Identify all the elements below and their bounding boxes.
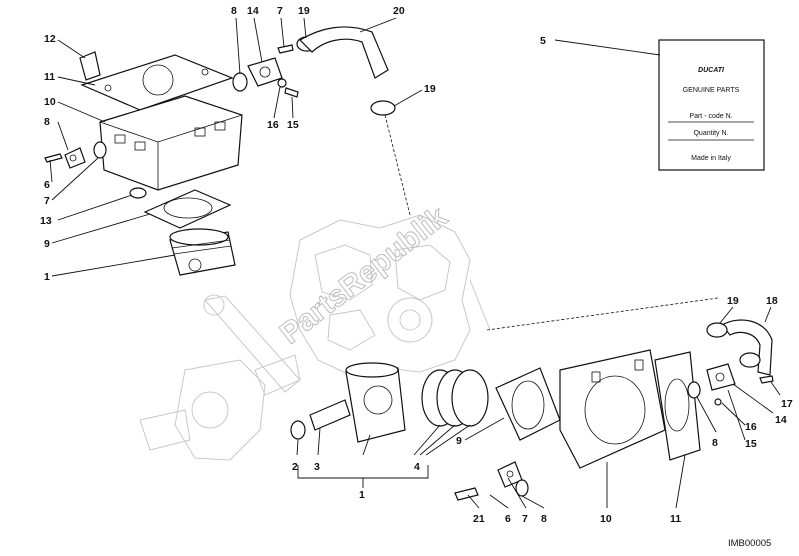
callout-19-right: 19 — [727, 295, 739, 307]
callout-6-left: 6 — [44, 179, 50, 191]
label-line-3: Quantity N. — [693, 130, 728, 137]
top-left-cylinder-assembly — [44, 51, 243, 276]
callout-19-mid: 19 — [424, 83, 436, 95]
label-line-4: Made in Italy — [691, 155, 731, 162]
callout-15-top: 15 — [287, 119, 299, 131]
callout-4: 4 — [414, 461, 420, 473]
callout-8-bottom: 8 — [541, 513, 547, 525]
callout-19-top: 19 — [298, 5, 310, 17]
callout-1-top: 1 — [44, 271, 50, 283]
callout-2: 2 — [292, 461, 298, 473]
callout-11-top: 11 — [44, 71, 55, 83]
callout-3: 3 — [314, 461, 320, 473]
callout-21: 21 — [473, 513, 485, 525]
callout-7-bottom: 7 — [522, 513, 528, 525]
callout-9-top: 9 — [44, 238, 50, 250]
top-water-fitting-assembly — [232, 26, 411, 216]
callout-8-left: 8 — [44, 116, 50, 128]
callout-7-left: 7 — [44, 195, 50, 207]
genuine-parts-label: DUCATI GENUINE PARTS Part - code N. Quan… — [658, 39, 765, 171]
callout-20: 20 — [393, 5, 405, 17]
callout-12: 12 — [44, 33, 56, 45]
callout-7-top: 7 — [277, 5, 283, 17]
callout-11-bottom: 11 — [670, 513, 681, 525]
callout-numbers: 12 11 10 8 6 7 13 9 1 8 14 7 19 20 16 15… — [40, 5, 793, 525]
callout-18: 18 — [766, 295, 778, 307]
bottom-cylinder-assembly — [290, 297, 774, 501]
callout-17: 17 — [781, 398, 793, 410]
callout-10-top: 10 — [44, 96, 56, 108]
callout-13: 13 — [40, 215, 52, 227]
label-line-1: GENUINE PARTS — [683, 87, 740, 94]
callout-16-top: 16 — [267, 119, 279, 131]
callout-14-top: 14 — [247, 5, 259, 17]
svg-text:PartsRepublik: PartsRepublik — [274, 200, 454, 350]
callout-10-bottom: 10 — [600, 513, 612, 525]
engine-block-ghost — [289, 214, 491, 376]
watermark: PartsRepublik — [273, 200, 454, 351]
callout-6-bottom: 6 — [505, 513, 511, 525]
callout-9-bottom: 9 — [456, 435, 462, 447]
diagram-reference: IMB00005 — [728, 538, 771, 549]
callout-16-right: 16 — [745, 421, 757, 433]
leader-lines — [49, 17, 781, 509]
callout-5: 5 — [540, 35, 546, 47]
callout-15-right: 15 — [745, 438, 757, 450]
callout-14-right: 14 — [775, 414, 787, 426]
callout-8-right: 8 — [712, 437, 718, 449]
callout-8-top: 8 — [231, 5, 237, 17]
label-line-2: Part - code N. — [689, 113, 732, 120]
label-brand: DUCATI — [698, 67, 725, 74]
crankshaft-ghost — [139, 294, 301, 461]
callout-1-bottom: 1 — [359, 489, 365, 501]
